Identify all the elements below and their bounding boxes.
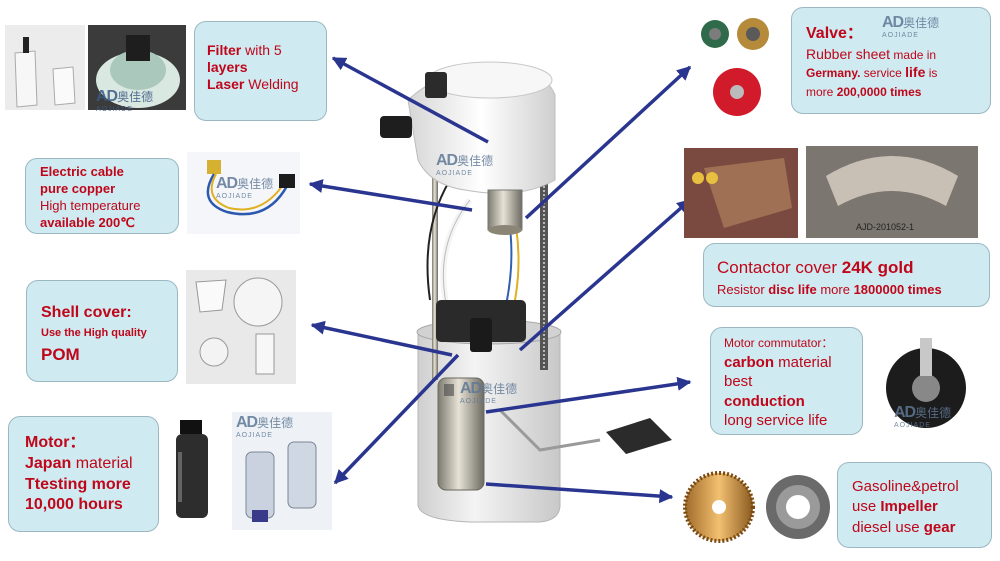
arrow-valve bbox=[524, 65, 692, 220]
impeller-photo bbox=[680, 468, 758, 546]
pump-motor bbox=[437, 377, 485, 491]
callout-electric-cable: Electric cable pure copper High temperat… bbox=[25, 158, 179, 234]
resistor-label: AJD-201052-1 bbox=[856, 222, 914, 232]
arrow-filter bbox=[331, 56, 489, 144]
valve-photo bbox=[697, 8, 777, 120]
shell-cover-photo bbox=[186, 270, 296, 384]
callout-gasoline: Gasoline&petrol use Impeller diesel use … bbox=[837, 462, 992, 548]
electric-cable-photo bbox=[187, 152, 300, 234]
motor-photo bbox=[170, 412, 220, 530]
resistor-disc-photo: AJD-201052-1 bbox=[806, 146, 978, 238]
arrow-shell bbox=[310, 320, 453, 357]
contactor-photo bbox=[684, 148, 798, 238]
callout-motor-commutator: Motor commutator： carbon material best c… bbox=[710, 327, 863, 435]
arrow-commutator bbox=[485, 376, 692, 414]
callout-valve: Valve： Rubber sheet made in Germany. ser… bbox=[791, 7, 991, 114]
callout-filter: Filter with 5 layers Laser Welding bbox=[194, 21, 327, 121]
float-arm bbox=[498, 408, 672, 454]
commutator-photo bbox=[876, 330, 976, 434]
filter-welded-photo bbox=[88, 25, 186, 110]
motor-pair-photo bbox=[232, 412, 332, 530]
callout-motor: Motor： Japan material Ttesting more 10,0… bbox=[8, 416, 159, 532]
arrow-contactor bbox=[518, 198, 692, 352]
callout-shell-cover: Shell cover: Use the High quality POM bbox=[26, 280, 178, 382]
callout-contactor: Contactor cover 24K gold Resistor disc l… bbox=[703, 243, 990, 307]
filter-sock-photo bbox=[5, 25, 85, 110]
arrow-motor bbox=[333, 353, 460, 485]
top-flange bbox=[380, 61, 556, 235]
arrow-cable bbox=[308, 179, 473, 212]
gear-photo bbox=[762, 468, 834, 546]
inner-components bbox=[436, 300, 526, 352]
arrow-gasoline bbox=[485, 482, 674, 504]
